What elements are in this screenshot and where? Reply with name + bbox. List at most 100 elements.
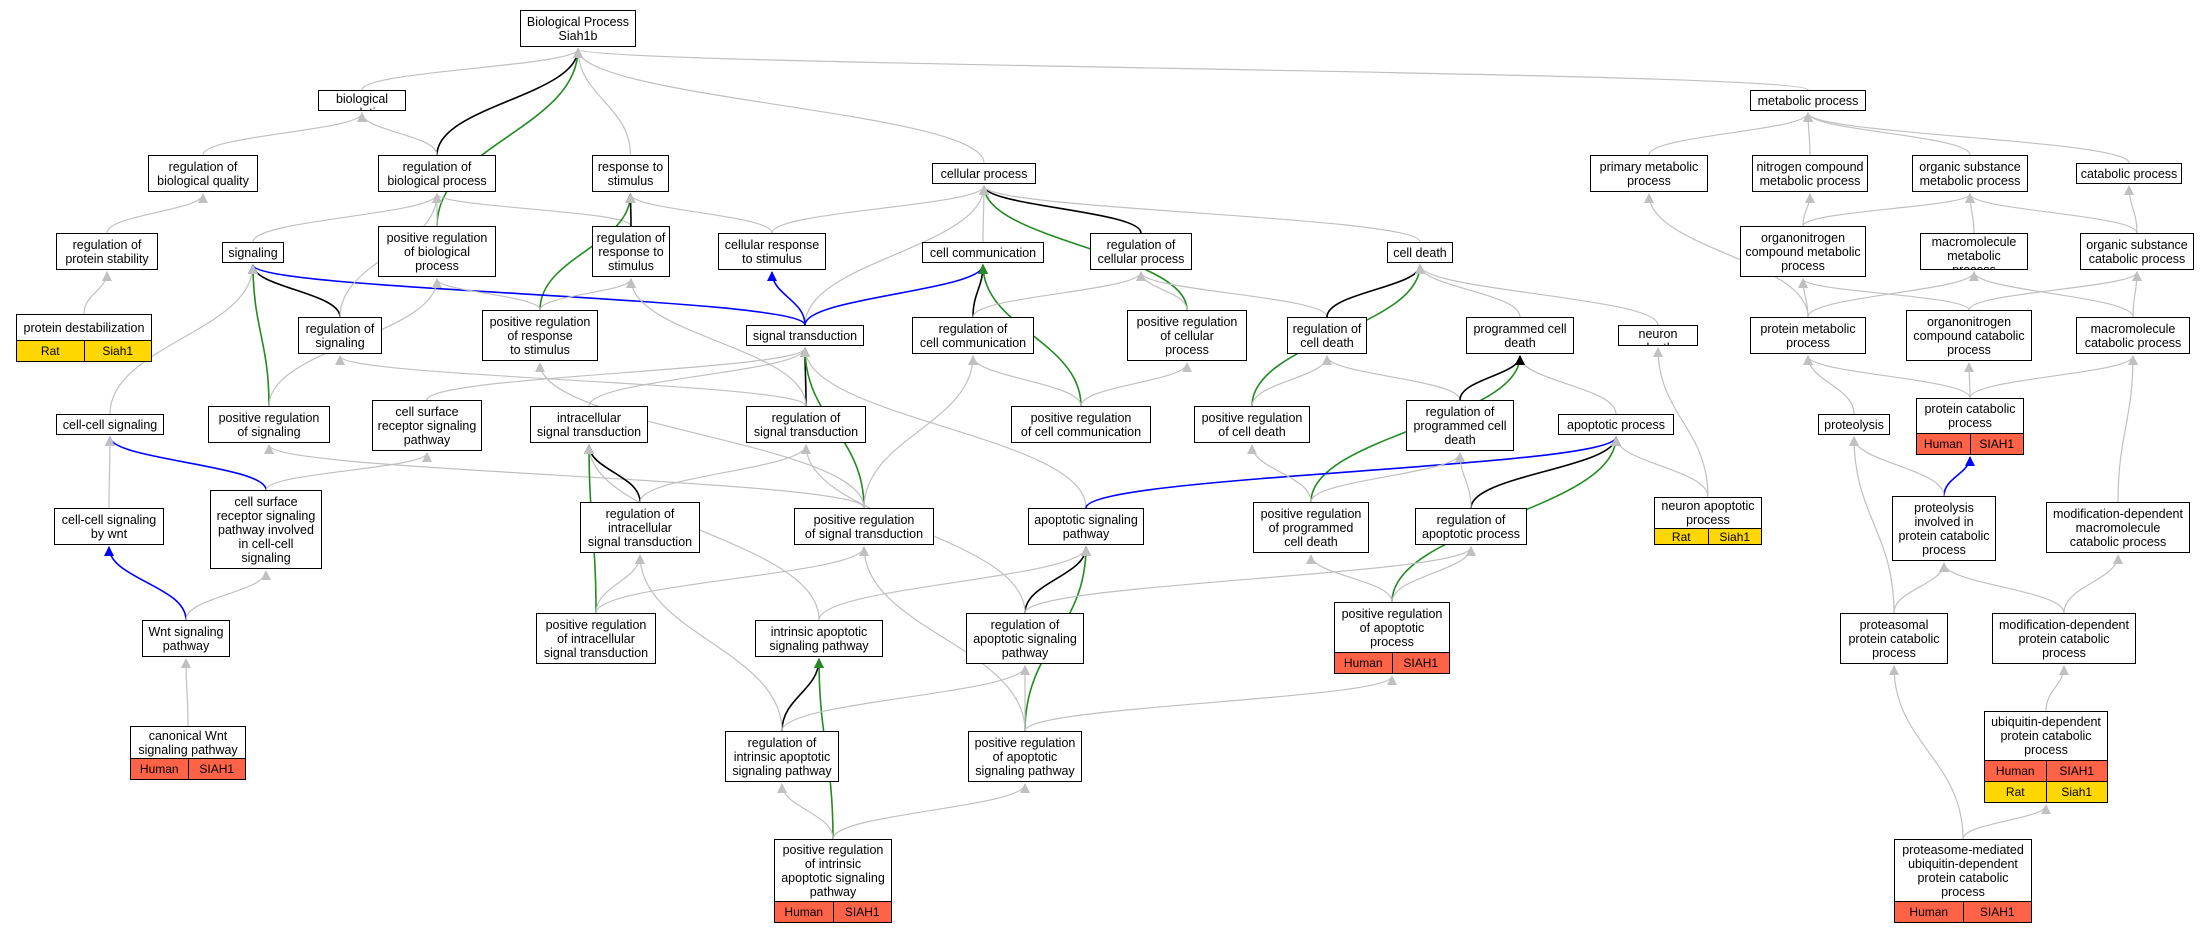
go-term-node-rpcd[interactable]: regulation of programmed cell death [1406,400,1514,451]
go-term-node-st[interactable]: signal transduction [746,325,864,346]
go-term-node-prot[interactable]: proteolysis [1818,414,1890,435]
go-term-node-rts[interactable]: response to stimulus [592,155,669,192]
go-term-node-nd[interactable]: neuron death [1618,325,1698,346]
go-term-node-iasp[interactable]: intrinsic apoptotic signaling pathway [755,620,883,657]
go-term-node-mmp[interactable]: macromolecule metabolic process [1920,233,2028,270]
go-term-node-pipcp[interactable]: proteolysis involved in protein cataboli… [1892,496,1996,561]
go-term-node-prist[interactable]: positive regulation of intracellular sig… [536,613,656,664]
go-term-node-pcd[interactable]: programmed cell death [1466,317,1574,354]
edge-br-to-bp [361,48,583,91]
go-term-node-udpcp[interactable]: ubiquitin-dependent protein catabolic pr… [1984,711,2108,803]
go-term-node-ccsw[interactable]: cell-cell signaling by wnt [54,508,164,545]
go-term-node-mdpcp[interactable]: modification-dependent protein catabolic… [1992,613,2136,664]
go-term-node-prpcd[interactable]: positive regulation of programmed cell d… [1253,502,1369,553]
edge-mcp-to-mmp [1969,271,2134,318]
go-term-node-prst[interactable]: positive regulation of signal transducti… [794,508,934,545]
go-term-node-wnt[interactable]: Wnt signaling pathway [142,620,230,657]
go-term-label: regulation of biological quality [157,159,249,188]
go-term-node-prmp[interactable]: protein metabolic process [1750,317,1866,354]
edge-rps-to-rbq [106,193,208,234]
go-term-label: positive regulation of intrinsic apoptot… [781,842,885,899]
go-term-node-cp[interactable]: cellular process [932,163,1036,184]
go-term-node-mp[interactable]: metabolic process [1750,90,1866,111]
go-term-node-mcp[interactable]: macromolecule catabolic process [2076,317,2190,354]
go-term-node-riasp[interactable]: regulation of intrinsic apoptotic signal… [725,731,839,782]
go-term-node-prbp[interactable]: positive regulation of biological proces… [378,226,496,277]
go-term-node-prasp[interactable]: positive regulation of apoptotic signali… [968,731,1082,782]
go-term-node-catp[interactable]: catabolic process [2076,163,2182,184]
go-term-node-prcd[interactable]: positive regulation of cell death [1194,406,1310,443]
go-term-label: biological regulation [335,92,390,110]
edge-wnt-to-ccsw [104,546,187,621]
edge-asp-to-st [800,347,1087,509]
edge-udpcp-to-mdpcp [2045,665,2069,712]
go-term-node-ist[interactable]: intracellular signal transduction [530,406,648,443]
go-term-node-csrsp2[interactable]: cell surface receptor signaling pathway … [210,490,322,569]
go-term-label: organonitrogen compound catabolic proces… [1913,314,2025,357]
edge-prrs-to-rts [539,193,636,311]
go-term-node-oscp[interactable]: organic substance catabolic process [2080,233,2194,270]
go-term-label: positive regulation of signal transducti… [804,512,924,541]
edge-oncmp-to-osmp [1802,193,1975,227]
go-term-node-rcd[interactable]: regulation of cell death [1287,317,1367,354]
go-term-node-csrsp[interactable]: cell surface receptor signaling pathway [372,400,482,451]
go-term-node-prap[interactable]: positive regulation of apoptotic process… [1334,602,1450,674]
edge-prot-to-prmp [1803,355,1855,415]
go-term-node-ccs[interactable]: cell-cell signaling [56,414,164,435]
edge-prmp-to-pmp [1644,193,1809,318]
go-term-node-pmudpcp[interactable]: proteasome-mediated ubiquitin-dependent … [1894,839,2032,923]
go-term-label: signal transduction [752,328,858,343]
go-term-node-pmp[interactable]: primary metabolic process [1590,155,1708,192]
edge-rist-to-ist [584,444,641,503]
go-term-node-ppcp[interactable]: proteasomal protein catabolic process [1840,613,1948,664]
go-term-label: positive regulation of intracellular sig… [543,617,649,660]
go-term-node-bp[interactable]: Biological Process Siah1b [520,10,636,47]
edge-prst-to-prrs [535,362,865,509]
go-term-node-cd[interactable]: cell death [1387,242,1453,263]
go-term-node-rcc[interactable]: regulation of cell communication [912,317,1034,354]
go-term-node-crs[interactable]: cellular response to stimulus [718,233,826,270]
go-term-node-rbq[interactable]: regulation of biological quality [148,155,258,192]
go-term-node-rasp[interactable]: regulation of apoptotic signaling pathwa… [966,613,1084,664]
go-term-node-rst[interactable]: regulation of signal transduction [746,406,866,443]
edge-prist-to-prst [595,546,869,614]
edge-riasp-to-rist [635,554,783,732]
go-term-node-rist[interactable]: regulation of intracellular signal trans… [580,502,700,553]
edge-rbq-to-br [202,112,367,156]
go-term-node-ncmp[interactable]: nitrogen compound metabolic process [1752,155,1868,192]
gene-cell: Siah1 [1707,529,1762,544]
go-term-node-rrs[interactable]: regulation of response to stimulus [592,226,670,277]
go-term-node-rbp[interactable]: regulation of biological process [378,155,496,192]
go-term-node-asp[interactable]: apoptotic signaling pathway [1028,508,1144,545]
go-term-label: cell communication [929,245,1037,260]
go-term-node-prrs[interactable]: positive regulation of response to stimu… [482,310,598,361]
go-term-node-prcp[interactable]: positive regulation of cellular process [1127,310,1247,361]
go-term-label: modification-dependent protein catabolic… [1999,617,2129,660]
go-term-node-br[interactable]: biological regulation [318,90,406,111]
go-term-node-oncmp[interactable]: organonitrogen compound metabolic proces… [1740,226,1866,277]
edge-ccsw-to-ccs [104,436,115,509]
go-term-node-prs[interactable]: positive regulation of signaling [208,406,330,443]
go-term-node-ap[interactable]: apoptotic process [1558,414,1674,435]
edge-ppcp-to-prot [1849,436,1895,614]
go-term-node-sig[interactable]: signaling [222,242,284,263]
edge-mmp-to-osmp [1965,193,1976,234]
go-term-node-rcp[interactable]: regulation of cellular process [1090,233,1192,270]
go-term-node-osmp[interactable]: organic substance metabolic process [1912,155,2028,192]
go-term-node-cc[interactable]: cell communication [922,242,1044,263]
go-term-node-rap[interactable]: regulation of apoptotic process [1415,508,1527,545]
go-term-node-rps[interactable]: regulation of protein stability [56,233,158,270]
go-term-node-prcc[interactable]: positive regulation of cell communicatio… [1011,406,1151,443]
go-term-node-mdmcp[interactable]: modification-dependent macromolecule cat… [2046,502,2190,553]
go-term-node-priasp[interactable]: positive regulation of intrinsic apoptot… [774,839,892,923]
go-term-node-rsig[interactable]: regulation of signaling [298,317,382,354]
go-term-label: regulation of biological process [387,159,487,188]
go-term-node-onccp[interactable]: organonitrogen compound catabolic proces… [1906,310,2032,361]
edge-rts-to-bp [573,48,632,156]
